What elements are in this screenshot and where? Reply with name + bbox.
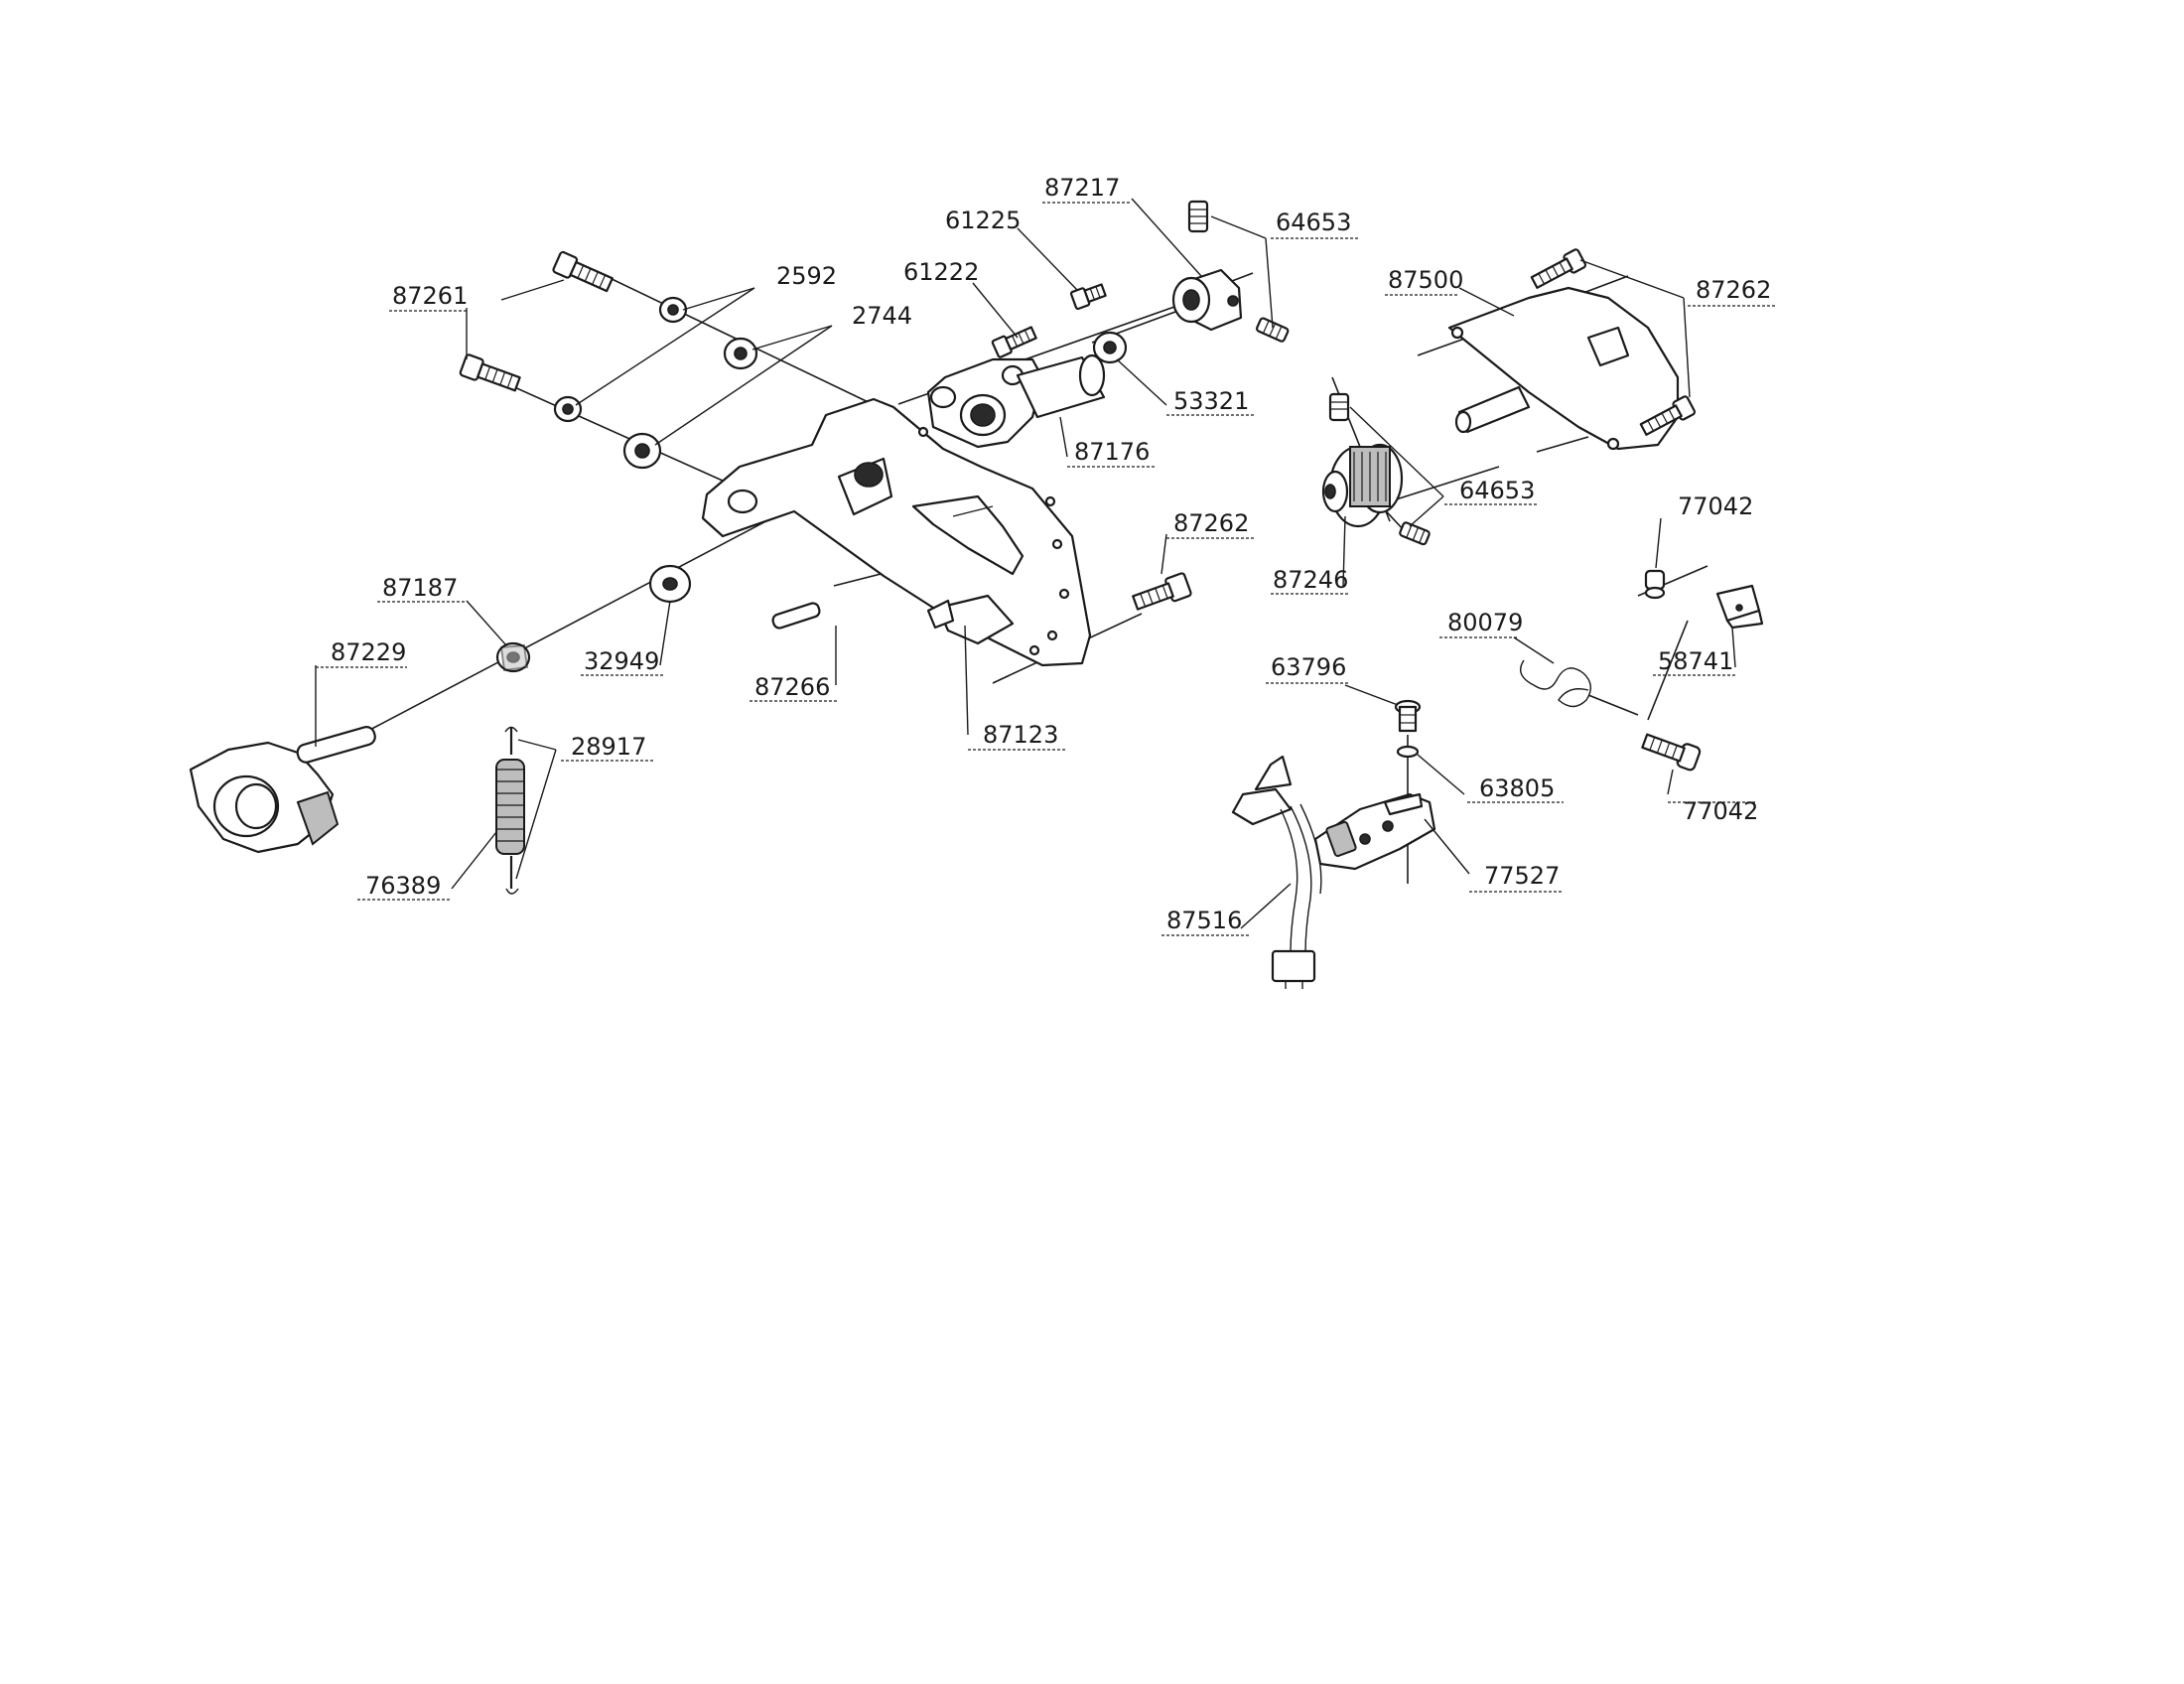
lockwasher-2592-lower	[553, 395, 583, 423]
pin-87266	[771, 602, 821, 630]
setscrew-64653-top-angled	[1256, 317, 1290, 343]
callout-28917: 28917	[571, 733, 646, 761]
nut-87187	[495, 641, 531, 673]
callout-87262-top: 87262	[1696, 276, 1771, 304]
callout-63805: 63805	[1479, 774, 1555, 802]
callout-61222: 61222	[903, 258, 979, 286]
callout-63796: 63796	[1271, 653, 1346, 681]
leader-lines	[315, 198, 1736, 929]
callout-87246: 87246	[1273, 566, 1348, 594]
screw-77042-top	[1644, 569, 1666, 600]
callout-61225: 61225	[945, 207, 1021, 234]
callout-87516: 87516	[1166, 907, 1242, 934]
callout-87261: 87261	[392, 282, 468, 310]
callout-87266: 87266	[754, 673, 830, 701]
mounting-plate-87123	[701, 397, 1092, 667]
wiring-harness-87516	[1231, 755, 1322, 989]
screw-87261-lower	[459, 353, 521, 392]
callout-2744: 2744	[852, 302, 912, 330]
screw-87261-upper	[552, 250, 614, 293]
callout-labels: 87261 2592 2744 61225 61222 87217 64653 …	[331, 174, 1771, 934]
washer-2744-upper	[723, 337, 758, 370]
callout-87176: 87176	[1074, 438, 1150, 466]
spring-76389	[495, 726, 525, 895]
clip-58741	[1715, 584, 1764, 630]
callout-80079: 80079	[1447, 609, 1523, 636]
screw-87262-upper-b	[1639, 395, 1697, 436]
gear-87246	[1321, 443, 1404, 528]
callout-87187: 87187	[382, 574, 458, 602]
screw-77042-bottom	[1641, 733, 1702, 772]
setscrew-64653-top-vertical	[1187, 200, 1209, 233]
callout-64653-mid: 64653	[1459, 477, 1535, 504]
tab-87123	[926, 599, 955, 630]
callout-87229: 87229	[331, 638, 406, 666]
washer-53321	[1092, 331, 1128, 364]
screw-61225	[1069, 283, 1107, 311]
screw-87262-mid	[1132, 572, 1192, 611]
setscrew-64653-mid-vertical	[1328, 392, 1350, 422]
screw-87262-upper-a	[1530, 248, 1587, 289]
callout-77042-bottom: 77042	[1683, 797, 1758, 825]
callout-77527: 77527	[1484, 862, 1560, 890]
callout-87217: 87217	[1044, 174, 1120, 202]
screw-63796	[1394, 699, 1422, 733]
callout-76389: 76389	[365, 872, 441, 900]
knob-87229	[189, 726, 376, 854]
collar-87217	[1171, 268, 1243, 332]
callout-58741: 58741	[1658, 647, 1733, 675]
screw-61222	[991, 326, 1037, 358]
callout-87123: 87123	[983, 721, 1058, 749]
callout-87262-mid: 87262	[1173, 509, 1249, 537]
wire-spring-80079	[1520, 659, 1591, 708]
label-underlines	[316, 202, 1777, 936]
parts	[189, 200, 1764, 989]
callout-2592: 2592	[776, 262, 837, 290]
callout-87500: 87500	[1388, 266, 1463, 294]
bushing-bracket-87176	[926, 353, 1106, 449]
callout-32949: 32949	[584, 647, 659, 675]
washer-63805	[1396, 745, 1420, 759]
lockwasher-2592-upper	[658, 296, 688, 324]
washer-32949	[648, 564, 692, 604]
washer-2744-lower	[622, 432, 662, 470]
motor-87500	[1447, 286, 1680, 451]
setscrew-64653-mid-angled	[1399, 521, 1431, 546]
callout-64653-top: 64653	[1276, 209, 1351, 236]
callout-77042-top: 77042	[1678, 492, 1753, 520]
callout-53321: 53321	[1173, 387, 1249, 415]
switch-77527	[1313, 792, 1436, 871]
